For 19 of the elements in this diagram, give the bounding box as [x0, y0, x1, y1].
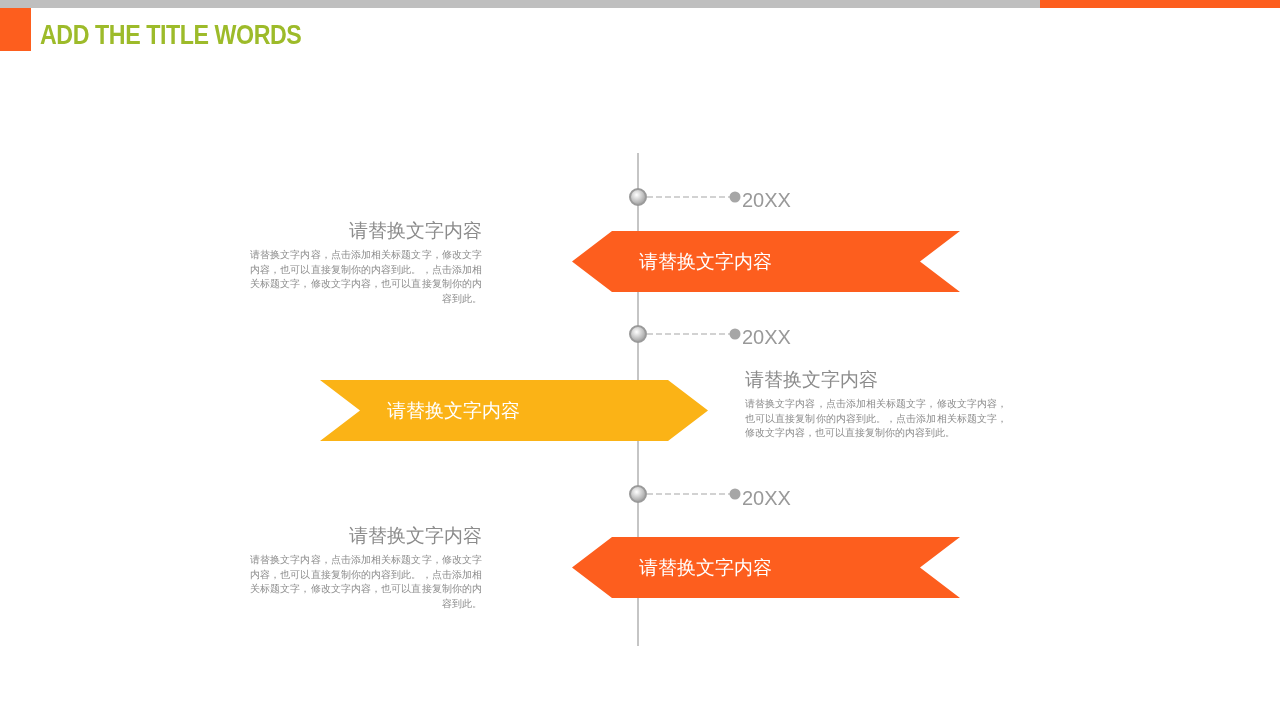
heading-text: 请替换文字内容	[348, 524, 482, 548]
heading-text: 请替换文字内容	[745, 368, 879, 392]
heading-text: 请替换文字内容	[348, 219, 482, 243]
title: ADD THE TITLE WORDS	[40, 20, 302, 51]
timeline-dot	[629, 485, 647, 503]
year-label: 20XX	[742, 188, 791, 212]
body-text: 请替换文字内容，点击添加相关标题文字，修改文字内容，也可以直接复制你的内容到此。，点击添加相关标题文字，修改文字内容，也可以直接复制你的内容到此。	[250, 553, 482, 611]
body-text: 请替换文字内容，点击添加相关标题文字，修改文字内容，也可以直接复制你的内容到此。，点击添加相关标题文字，修改文字内容，也可以直接复制你的内容到此。	[250, 248, 482, 306]
ribbon-banner: 请替换文字内容	[572, 537, 960, 598]
ribbon-banner: 请替换文字内容	[320, 380, 708, 441]
year-label: 20XX	[742, 486, 791, 510]
leader-line	[646, 488, 741, 500]
year-label: 20XX	[742, 325, 791, 349]
body-text: 请替换文字内容，点击添加相关标题文字，修改文字内容，也可以直接复制你的内容到此。，点击添加相关标题文字，修改文字内容，也可以直接复制你的内容到此。	[745, 397, 1007, 440]
timeline-dot	[629, 188, 647, 206]
leader-line	[646, 191, 741, 203]
timeline-dot	[629, 325, 647, 343]
ribbon-banner: 请替换文字内容	[572, 231, 960, 292]
leader-line	[646, 328, 741, 340]
